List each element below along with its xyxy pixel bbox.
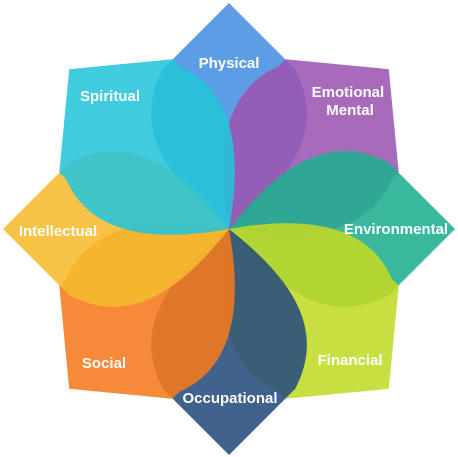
label-environmental: Environmental — [344, 221, 448, 238]
label-physical: Physical — [199, 55, 260, 72]
petal-shapes — [3, 3, 455, 455]
label-social: Social — [82, 355, 126, 372]
petal-labels: Physical Emotional Mental Environmental … — [19, 55, 448, 407]
label-intellectual: Intellectual — [19, 223, 97, 240]
petal-spiritual — [59, 59, 235, 235]
label-emotional-mental: Emotional Mental — [312, 84, 389, 119]
label-spiritual: Spiritual — [80, 88, 140, 105]
label-financial: Financial — [317, 352, 382, 369]
label-occupational: Occupational — [182, 390, 277, 407]
